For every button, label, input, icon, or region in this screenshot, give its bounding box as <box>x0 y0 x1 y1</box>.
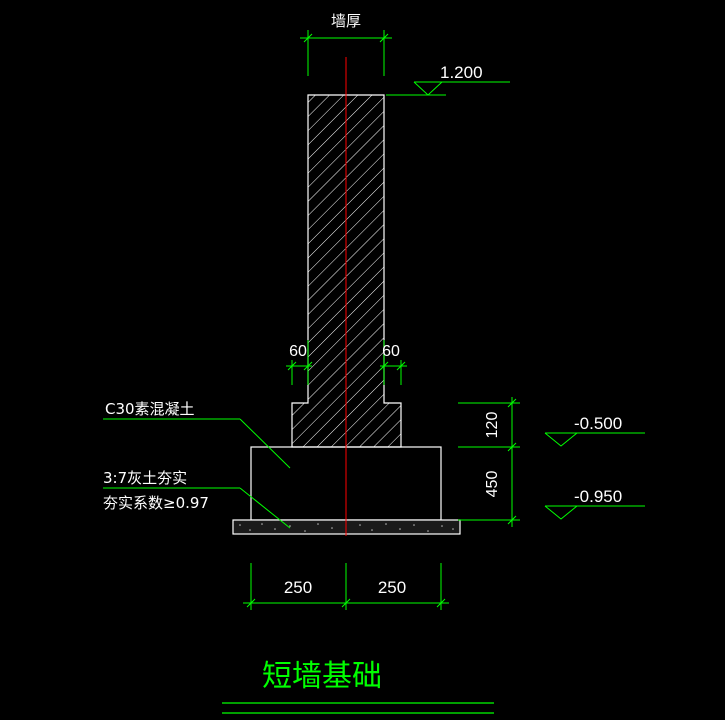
offset-left-label: 60 <box>289 343 307 360</box>
elevation-marker-top <box>386 81 510 96</box>
vertical-dimensions <box>458 397 520 527</box>
wall-thickness-dimension <box>300 30 392 76</box>
wall-thickness-label: 墙厚 <box>331 12 361 30</box>
offset-dimension-right <box>379 340 407 385</box>
elevation-top-value: 1.200 <box>440 63 483 82</box>
half-width-right-label: 250 <box>378 578 406 597</box>
title-underline <box>222 702 494 714</box>
step-height-label: 120 <box>484 412 501 439</box>
soil-note-line1: 3:7灰土夯实 <box>103 469 187 487</box>
bottom-dimension <box>243 563 449 610</box>
elevation-mid-value: -0.500 <box>574 414 622 433</box>
drawing-title: 短墙基础 <box>262 659 382 694</box>
offset-right-label: 60 <box>382 343 400 360</box>
base-height-label: 450 <box>484 471 501 498</box>
note-leaders <box>103 418 291 529</box>
half-width-left-label: 250 <box>284 578 312 597</box>
elevation-marker-mid <box>544 432 645 447</box>
elevation-bottom-value: -0.950 <box>574 487 622 506</box>
offset-dimension-left <box>286 340 313 385</box>
soil-note-line2: 夯实系数≥0.97 <box>103 494 209 512</box>
soil-stipple <box>239 523 454 532</box>
concrete-note: C30素混凝土 <box>105 400 195 418</box>
elevation-marker-bottom <box>544 505 645 520</box>
